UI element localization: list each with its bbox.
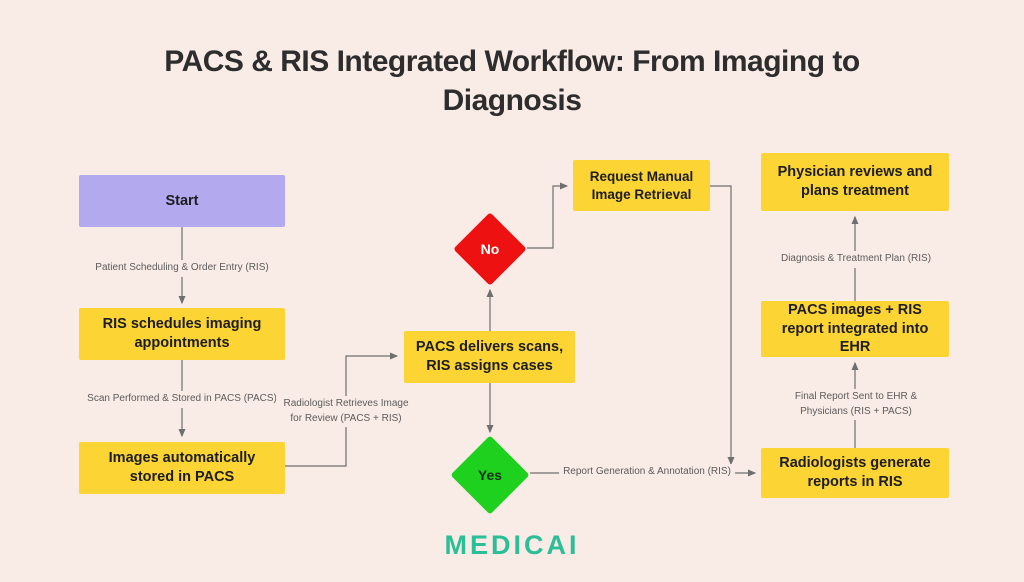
node-pacs-ehr: PACS images + RIS report integrated into… (761, 301, 949, 357)
edge-label-report-generation: Report Generation & Annotation (RIS) (559, 464, 735, 481)
node-start: Start (79, 175, 285, 227)
decision-no-diamond: No (453, 212, 527, 286)
decision-yes-label: Yes (477, 467, 503, 483)
node-ris-schedules: RIS schedules imaging appointments (79, 308, 285, 360)
edge-label-final-report: Final Report Sent to EHR & Physicians (R… (777, 389, 935, 420)
edge-label-diagnosis-plan: Diagnosis & Treatment Plan (RIS) (776, 251, 936, 268)
edge-no-to-request-manual (527, 182, 569, 249)
node-physician-reviews: Physician reviews and plans treatment (761, 153, 949, 211)
edge-label-radiologist-retrieves: Radiologist Retrieves Image for Review (… (276, 396, 416, 427)
decision-yes-diamond: Yes (450, 435, 530, 515)
edge-label-scan-performed: Scan Performed & Stored in PACS (PACS) (83, 391, 281, 408)
decision-no-label: No (480, 241, 500, 257)
edge-request-manual-down (710, 185, 735, 466)
node-pacs-delivers: PACS delivers scans, RIS assigns cases (404, 331, 575, 383)
node-radiologists-reports: Radiologists generate reports in RIS (761, 448, 949, 498)
medicai-logo: MEDICAI (444, 530, 580, 560)
node-request-manual: Request Manual Image Retrieval (573, 160, 710, 211)
page-title: PACS & RIS Integrated Workflow: From Ima… (164, 45, 860, 117)
node-images-stored: Images automatically stored in PACS (79, 442, 285, 494)
edge-label-patient-scheduling: Patient Scheduling & Order Entry (RIS) (91, 260, 273, 277)
